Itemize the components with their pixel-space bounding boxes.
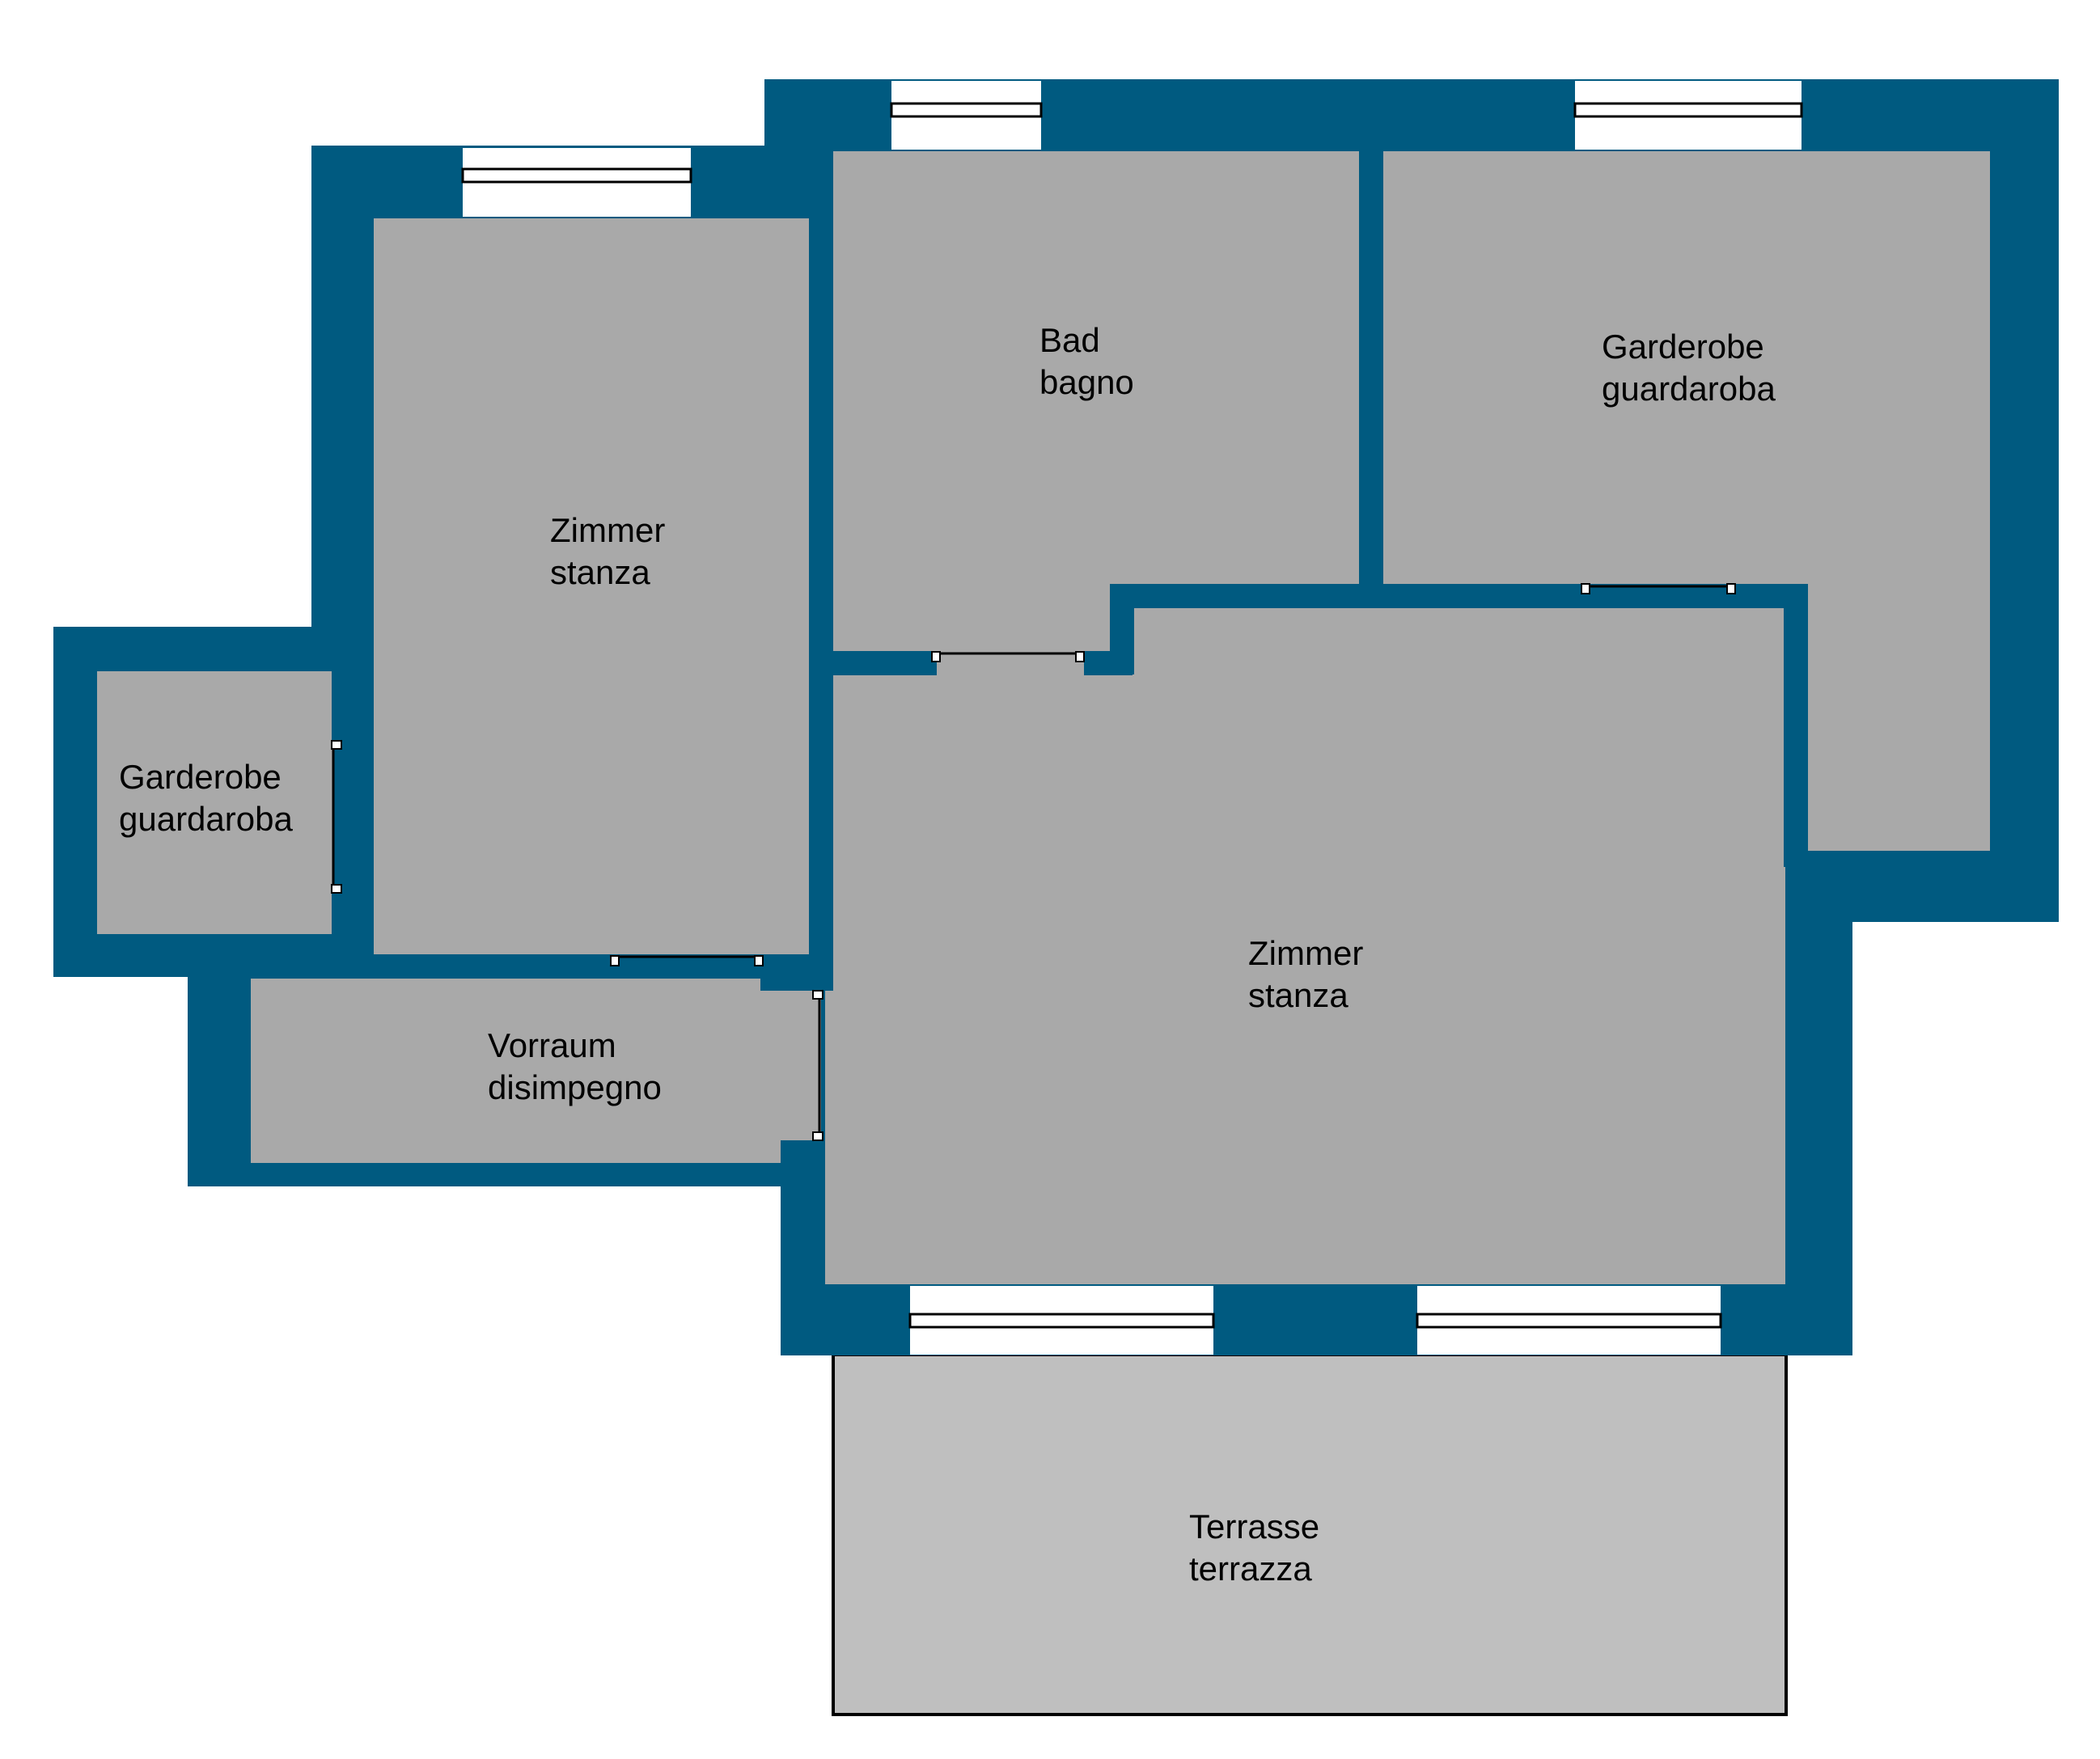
label-garderobe-left-it: guardaroba: [119, 800, 293, 838]
room-zimmer-small: [374, 218, 809, 954]
window-zimmer-small: [461, 148, 692, 217]
label-vorraum-de: Vorraum: [488, 1026, 616, 1064]
label-garderobe-left-de: Garderobe: [119, 758, 282, 796]
room-garderobe-left: [97, 671, 333, 934]
label-bad-it: bagno: [1039, 363, 1134, 401]
window-garderobe-right: [1573, 81, 1803, 150]
room-bad: [833, 151, 1359, 651]
label-zimmer-large-it: stanza: [1248, 976, 1348, 1014]
window-bad: [890, 81, 1043, 150]
label-garderobe-right-it: guardaroba: [1602, 370, 1776, 408]
terrace-area: [832, 1353, 1788, 1716]
label-bad-de: Bad: [1039, 321, 1100, 359]
label-terrasse-it: terrazza: [1189, 1550, 1312, 1588]
windows: [461, 81, 1803, 1355]
label-terrasse-de: Terrasse: [1189, 1507, 1319, 1545]
label-zimmer-large-de: Zimmer: [1248, 934, 1363, 972]
label-vorraum-it: disimpegno: [488, 1068, 662, 1106]
doors: [331, 583, 1736, 1141]
label-zimmer-small-it: stanza: [550, 553, 650, 591]
label-garderobe-right-de: Garderobe: [1602, 328, 1764, 366]
room-vorraum: [251, 979, 821, 1163]
room-garderobe-right: [1383, 151, 1990, 586]
inner-walls: [332, 151, 1808, 1197]
window-zimmer-large-left: [908, 1286, 1215, 1355]
window-zimmer-large-right: [1416, 1286, 1722, 1355]
room-labels: Zimmer stanza Bad bagno Garderobe guarda…: [119, 321, 1776, 1588]
room-floors: [97, 151, 1990, 1284]
label-zimmer-small-de: Zimmer: [550, 511, 665, 549]
